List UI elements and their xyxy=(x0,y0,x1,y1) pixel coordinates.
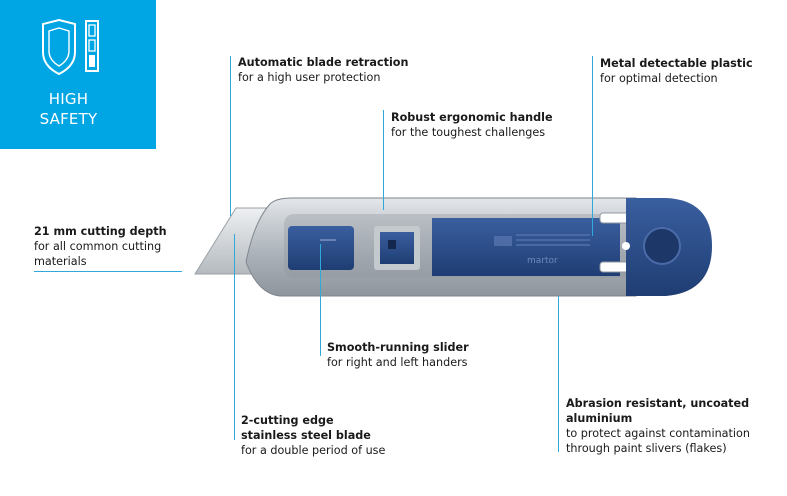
annotation-title: 2-cutting edge xyxy=(241,414,334,427)
annotation-title: Robust ergonomic handle xyxy=(391,111,553,124)
badge-title-line1: HIGH xyxy=(48,90,89,108)
annotation-title: stainless steel blade xyxy=(241,429,371,442)
annotation-desc: for optimal detection xyxy=(600,72,718,85)
callout-line-blade-retraction xyxy=(230,56,231,216)
annotation-desc: through paint slivers (flakes) xyxy=(566,442,727,455)
callout-line-slider xyxy=(320,244,321,356)
annotation-ergonomic-handle: Robust ergonomic handle for the toughest… xyxy=(391,110,553,140)
annotation-blade-edge: 2-cutting edge stainless steel blade for… xyxy=(241,413,385,458)
badge-title-line2: SAFETY xyxy=(39,110,98,128)
annotation-desc: to protect against contamination xyxy=(566,427,750,440)
annotation-cutting-depth: 21 mm cutting depth for all common cutti… xyxy=(34,224,167,269)
annotation-title: 21 mm cutting depth xyxy=(34,225,167,238)
annotation-desc: materials xyxy=(34,255,87,268)
annotation-desc: for the toughest challenges xyxy=(391,126,546,139)
annotation-desc: for a double period of use xyxy=(241,444,386,457)
annotation-title: Automatic blade retraction xyxy=(238,56,409,69)
callout-line-aluminium xyxy=(558,296,559,452)
annotation-title: aluminium xyxy=(566,412,633,425)
callout-line-detectable xyxy=(592,56,593,236)
annotation-desc: for a high user protection xyxy=(238,71,381,84)
callout-line-handle xyxy=(383,110,384,210)
brand-text: martor xyxy=(527,256,558,266)
annotation-title: Metal detectable plastic xyxy=(600,57,753,70)
slider xyxy=(288,226,354,270)
annotation-desc: for all common cutting xyxy=(34,240,162,253)
annotation-slider: Smooth-running slider for right and left… xyxy=(327,340,469,370)
annotation-title: Smooth-running slider xyxy=(327,341,469,354)
annotation-title: Abrasion resistant, uncoated xyxy=(566,397,750,410)
blue-insert xyxy=(432,218,620,276)
annotation-aluminium: Abrasion resistant, uncoated aluminium t… xyxy=(566,396,750,456)
callout-line-cutting-depth xyxy=(34,271,182,272)
shield-safety-icon xyxy=(42,18,99,76)
annotation-blade-retraction: Automatic blade retraction for a high us… xyxy=(238,55,408,85)
annotation-detectable-plastic: Metal detectable plastic for optimal det… xyxy=(600,56,753,86)
high-safety-badge: HIGH SAFETY xyxy=(0,0,156,149)
annotation-desc: for right and left handers xyxy=(327,356,468,369)
callout-line-blade-edge xyxy=(234,234,235,440)
